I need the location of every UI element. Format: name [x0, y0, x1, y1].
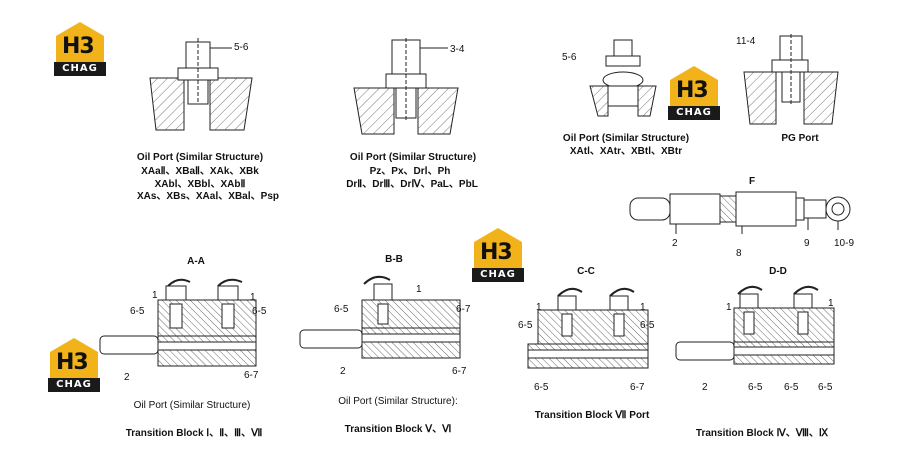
callout-label: 1 [640, 302, 646, 313]
callout-label: 6-7 [244, 370, 259, 381]
caption: Oil Port (Similar Structure): [338, 396, 458, 407]
callout-label: 6-5 [518, 320, 533, 331]
callout-label: 6-5 [748, 382, 763, 393]
oil-port-drawing-2 [353, 38, 459, 135]
section-dd-drawing [675, 285, 835, 365]
callout-label: 6-5 [640, 320, 655, 331]
callout-label: 6-5 [534, 382, 549, 393]
caption: Oil Port (Similar Structure) [562, 133, 690, 144]
callout-label: 6-5 [130, 306, 145, 317]
callout-label: 2 [672, 238, 678, 249]
pg-port-drawing [743, 34, 839, 125]
callout-label: 6-5 [252, 306, 267, 317]
callout-label: 3-4 [450, 44, 465, 55]
callout-label: 2 [702, 382, 708, 393]
callout-label: 5-6 [234, 42, 249, 53]
port-list: XAaⅡ、XBaⅡ、XAk、XBk [141, 166, 259, 177]
callout-label: 1 [416, 284, 422, 295]
callout-label: 8 [736, 248, 742, 259]
hose-fitting-f-drawing [629, 191, 851, 234]
port-list: XAs、XBs、XAaⅠ、XBaⅠ、Psp [136, 191, 280, 202]
port-list: XAbⅠ、XBbⅠ、XAbⅡ [154, 179, 246, 190]
caption: Oil Port (Similar Structure) [349, 152, 477, 163]
callout-label: 9 [804, 238, 810, 249]
callout-label: 10-9 [834, 238, 855, 249]
callout-label: 6-7 [456, 304, 471, 315]
port-list: Pz、Px、DrⅠ、Ph [369, 166, 451, 177]
section-bb-drawing [299, 275, 461, 359]
oil-port-drawing-3 [589, 39, 657, 117]
callout-label: 1 [828, 298, 834, 309]
section-title: B-B [385, 254, 403, 265]
callout-label: 11-4 [736, 36, 756, 47]
port-list: DrⅡ、DrⅢ、DrⅣ、PaL、PbL [346, 179, 478, 190]
callout-label: 1 [536, 302, 542, 313]
port-list: XAtl、XAtr、XBtl、XBtr [569, 146, 683, 157]
caption: PG Port [781, 133, 819, 144]
block-label: Transition Block Ⅶ Port [534, 410, 650, 421]
callout-label: 1 [152, 290, 158, 301]
section-title: D-D [769, 266, 787, 277]
callout-label: 6-7 [452, 366, 467, 377]
callout-label: 2 [124, 372, 130, 383]
block-label: Transition Block Ⅴ、Ⅵ [344, 424, 452, 435]
block-label: Transition Block Ⅰ、Ⅱ、Ⅲ、Ⅶ [125, 428, 263, 439]
callout-label: 6-5 [818, 382, 833, 393]
section-title: F [748, 176, 756, 187]
section-cc-drawing [527, 287, 649, 369]
section-aa-drawing [99, 278, 257, 367]
block-label: Transition Block Ⅳ、Ⅷ、Ⅸ [695, 428, 829, 439]
callout-label: 2 [340, 366, 346, 377]
section-title: A-A [187, 256, 205, 267]
oil-port-drawing-1 [149, 38, 253, 131]
callout-label: 1 [250, 292, 256, 303]
caption: Oil Port (Similar Structure) [136, 152, 264, 163]
callout-label: 6-7 [630, 382, 645, 393]
caption: Oil Port (Similar Structure) [133, 400, 251, 411]
callout-label: 5-6 [562, 52, 577, 63]
callout-label: 6-5 [334, 304, 349, 315]
section-title: C-C [577, 266, 595, 277]
callout-label: 6-5 [784, 382, 799, 393]
callout-label: 1 [726, 302, 732, 313]
